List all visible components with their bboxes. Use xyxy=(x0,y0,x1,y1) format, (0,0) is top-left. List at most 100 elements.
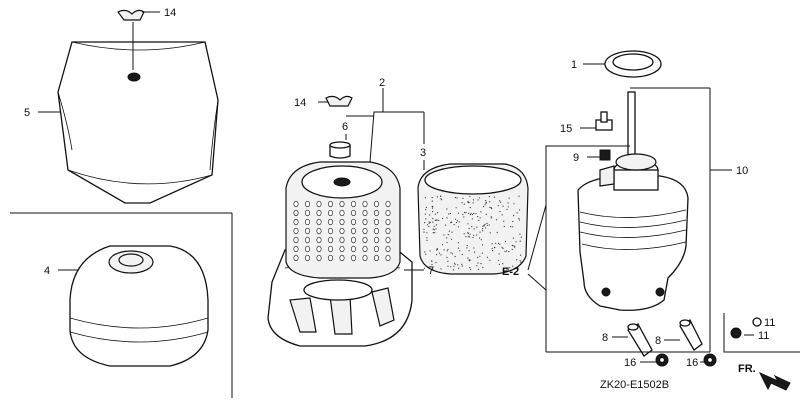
perforation-hole xyxy=(385,236,391,244)
perforation-hole xyxy=(327,236,333,244)
callout-15: 15 xyxy=(560,123,572,135)
perforation-hole xyxy=(350,236,356,244)
foam-speck xyxy=(463,203,465,205)
foam-speck xyxy=(432,228,434,230)
foam-speck xyxy=(482,244,484,246)
perforation-hole xyxy=(304,236,310,244)
perforation-hole xyxy=(304,227,310,235)
foam-speck xyxy=(499,210,501,213)
foam-speck xyxy=(446,208,448,210)
foam-speck xyxy=(429,221,431,223)
foam-speck xyxy=(453,262,456,264)
foam-speck xyxy=(433,229,435,231)
perforation-hole xyxy=(350,218,356,226)
foam-speck xyxy=(483,224,485,226)
foam-speck xyxy=(486,224,488,226)
foam-speck xyxy=(485,201,487,203)
foam-speck xyxy=(436,219,438,221)
foam-speck xyxy=(435,254,438,256)
perforation-hole xyxy=(293,200,299,208)
foam-speck xyxy=(488,196,490,198)
callout-16-left: 16 xyxy=(624,357,636,369)
foam-speck xyxy=(514,245,516,247)
foam-speck xyxy=(423,231,425,233)
foam-speck xyxy=(431,260,433,262)
front-direction-label: FR. xyxy=(738,363,756,375)
foam-speck xyxy=(480,263,482,265)
perforation-hole xyxy=(373,200,379,208)
foam-speck xyxy=(513,215,515,217)
foam-speck xyxy=(428,222,430,224)
foam-speck xyxy=(481,252,483,254)
foam-speck xyxy=(479,231,481,233)
foam-speck xyxy=(502,263,504,265)
foam-speck xyxy=(501,246,503,248)
foam-speck xyxy=(493,196,496,198)
foam-speck xyxy=(434,219,436,221)
foam-speck xyxy=(441,199,443,201)
foam-speck xyxy=(518,195,520,197)
foam-speck xyxy=(479,237,481,239)
foam-speck xyxy=(469,233,471,235)
foam-speck xyxy=(432,268,434,270)
foam-speck xyxy=(468,250,470,252)
callout-14-top: 14 xyxy=(164,7,176,19)
foam-speck xyxy=(506,268,508,270)
foam-speck xyxy=(479,217,481,219)
foam-speck xyxy=(457,242,460,244)
perforation-dots xyxy=(293,200,391,262)
foam-speck xyxy=(473,212,475,214)
foam-speck xyxy=(461,263,463,265)
foam-speck xyxy=(510,226,512,228)
filter-element-outer-part xyxy=(285,161,401,279)
perforation-hole xyxy=(339,227,345,235)
foam-speck xyxy=(495,219,498,221)
foam-speck xyxy=(491,207,493,210)
foam-speck xyxy=(512,220,514,223)
perforation-hole xyxy=(327,245,333,253)
foam-speck xyxy=(465,236,467,238)
foam-speck xyxy=(462,213,464,216)
perforation-hole xyxy=(385,200,391,208)
foam-speck xyxy=(425,253,427,255)
perforation-hole xyxy=(385,218,391,226)
foam-speck xyxy=(470,268,472,270)
foam-speck xyxy=(425,206,427,208)
foam-speck xyxy=(492,250,494,252)
foam-speck xyxy=(516,212,518,214)
foam-speck xyxy=(469,259,471,261)
foam-speck xyxy=(473,247,475,249)
foam-speck xyxy=(498,259,500,261)
foam-speck xyxy=(486,222,488,224)
foam-speck xyxy=(429,214,431,216)
foam-speck xyxy=(424,222,426,224)
foam-speck xyxy=(437,212,439,214)
perforation-hole xyxy=(350,254,356,262)
foam-speck xyxy=(431,207,434,209)
perforation-hole xyxy=(339,218,345,226)
foam-speck xyxy=(434,213,437,215)
foam-speck xyxy=(446,250,448,252)
perforation-hole xyxy=(304,200,310,208)
collar-left-part xyxy=(627,323,653,357)
foam-speck xyxy=(507,202,509,204)
foam-speck xyxy=(449,212,451,215)
foam-speck xyxy=(462,197,464,199)
foam-speck xyxy=(517,267,519,269)
foam-speck xyxy=(451,253,453,255)
foam-speck xyxy=(425,208,427,211)
foam-speck xyxy=(466,247,468,249)
callout-6: 6 xyxy=(342,121,348,133)
foam-speck xyxy=(456,220,458,222)
foam-speck xyxy=(440,195,442,197)
perforation-hole xyxy=(293,236,299,244)
foam-speck xyxy=(459,250,461,252)
reference-e2: E-2 xyxy=(502,266,519,278)
perforation-hole xyxy=(316,218,322,226)
foam-speck xyxy=(495,242,497,244)
perforation-hole xyxy=(327,254,333,262)
foam-speck xyxy=(461,202,463,204)
foam-speck xyxy=(468,202,470,204)
foam-speck xyxy=(477,216,479,218)
foam-speck xyxy=(486,256,489,258)
